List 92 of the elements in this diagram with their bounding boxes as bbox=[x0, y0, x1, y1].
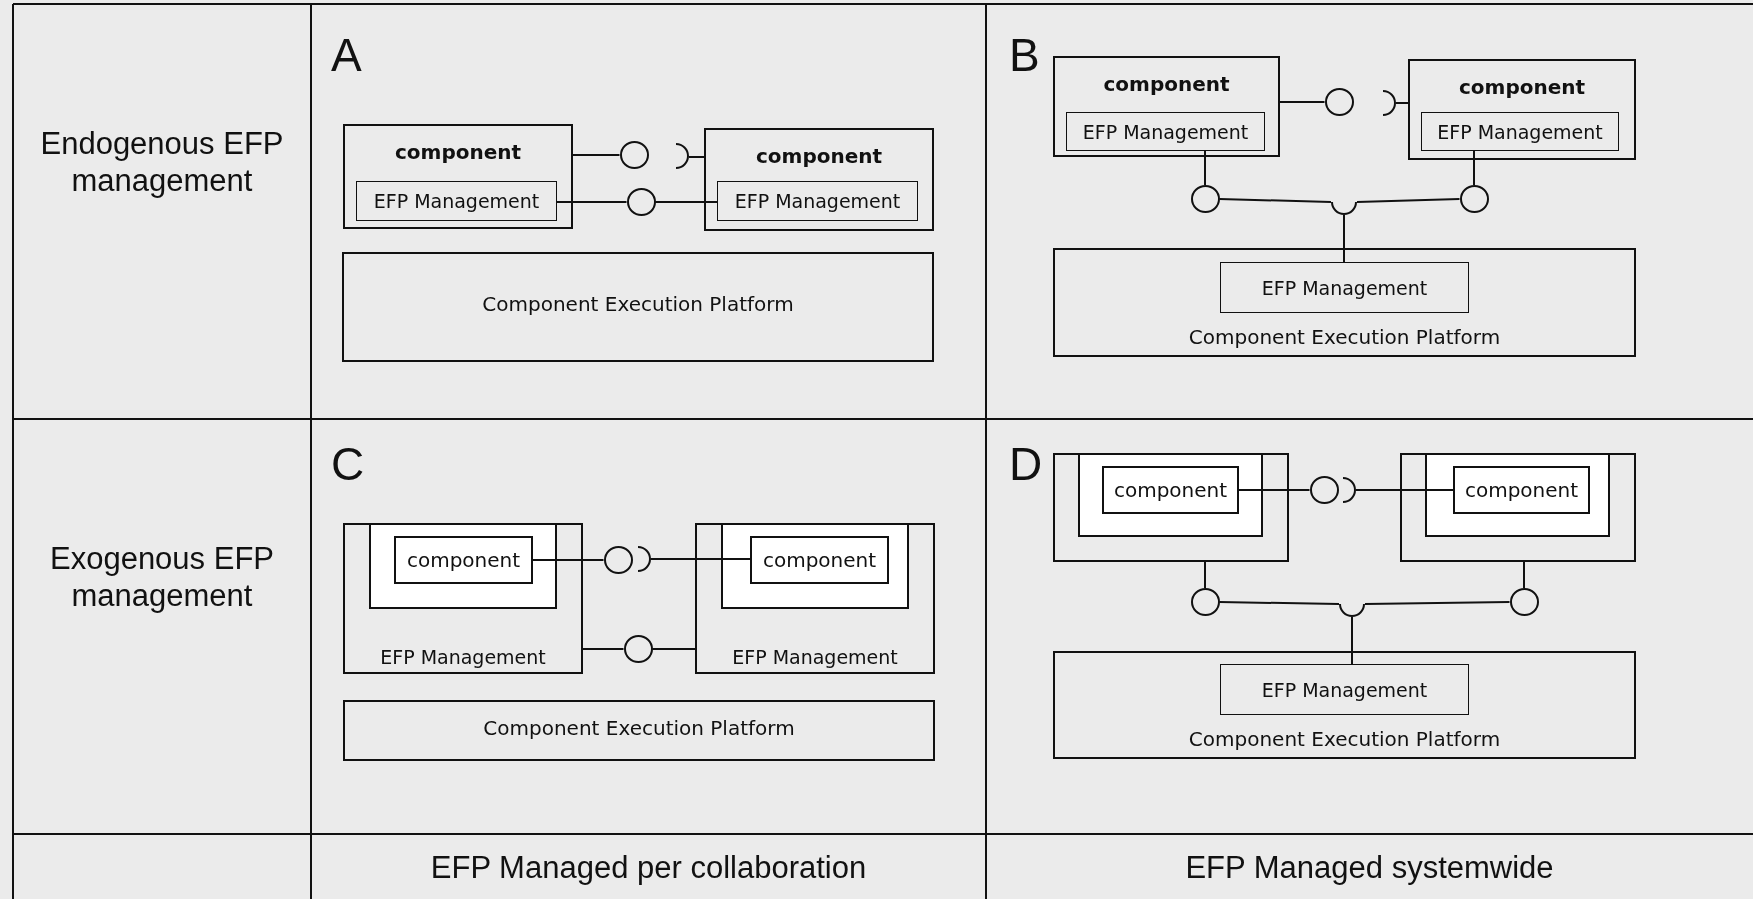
node-label: Component Execution Platform bbox=[482, 292, 794, 316]
management-box bbox=[1421, 112, 1619, 151]
node-label: Component Execution Platform bbox=[483, 715, 795, 740]
connector-line bbox=[1351, 616, 1353, 665]
interface-socket bbox=[1342, 477, 1356, 503]
node-label: component bbox=[1103, 72, 1230, 96]
interface-socket bbox=[1339, 603, 1365, 617]
connector-line bbox=[650, 558, 751, 560]
connector-line bbox=[556, 201, 628, 203]
row-heading: Exogenous EFP management bbox=[49, 540, 275, 615]
node-label: EFP Management bbox=[1437, 120, 1603, 143]
interface-ball bbox=[1190, 185, 1220, 213]
component-box bbox=[394, 536, 533, 584]
platform-box bbox=[1053, 651, 1636, 759]
platform-box bbox=[343, 700, 935, 761]
interface-ball bbox=[1309, 476, 1339, 504]
component-box bbox=[343, 124, 573, 229]
component-box bbox=[750, 536, 889, 584]
node-label: EFP Management bbox=[373, 190, 540, 212]
node-label: EFP Management bbox=[734, 190, 901, 212]
management-box bbox=[1220, 262, 1469, 313]
interface-ball bbox=[623, 635, 653, 663]
node-label: component bbox=[762, 548, 877, 572]
panel-letter: D bbox=[1009, 437, 1043, 492]
interface-ball bbox=[603, 546, 633, 574]
node-label: EFP Management bbox=[1261, 276, 1428, 299]
interface-socket bbox=[637, 546, 651, 572]
column-heading: EFP Managed per collaboration bbox=[429, 849, 868, 887]
frame-box bbox=[1425, 453, 1610, 537]
connector-line bbox=[1218, 601, 1340, 605]
panel-letter: B bbox=[1009, 28, 1040, 83]
node-label: component bbox=[1464, 478, 1579, 502]
interface-socket bbox=[1331, 201, 1357, 215]
interface-socket bbox=[675, 143, 689, 169]
connector-line bbox=[1204, 150, 1206, 186]
node-label: EFP Management bbox=[380, 646, 546, 668]
panel-letter: C bbox=[331, 437, 365, 492]
interface-ball bbox=[626, 188, 656, 216]
connector-line bbox=[654, 201, 718, 203]
interface-ball bbox=[1509, 588, 1539, 616]
component-box bbox=[1453, 466, 1590, 514]
component-box bbox=[1102, 466, 1239, 514]
connector-line bbox=[1523, 561, 1525, 589]
connector-line bbox=[651, 648, 696, 650]
connector-line bbox=[1204, 561, 1206, 589]
node-label: EFP Management bbox=[1082, 120, 1249, 143]
component-box bbox=[1053, 56, 1280, 157]
node-label: Component Execution Platform bbox=[1188, 325, 1501, 349]
container-box bbox=[695, 523, 935, 674]
connector-line bbox=[582, 648, 625, 650]
management-box bbox=[356, 181, 557, 221]
container-box bbox=[1053, 453, 1289, 562]
component-box bbox=[1408, 59, 1636, 160]
interface-ball bbox=[619, 141, 649, 169]
connector-line bbox=[1218, 198, 1332, 203]
frame-box bbox=[721, 523, 909, 609]
connector-line bbox=[1355, 489, 1454, 491]
node-label: component bbox=[755, 144, 883, 168]
interface-socket bbox=[1382, 90, 1396, 116]
frame-box bbox=[369, 523, 557, 609]
platform-box bbox=[1053, 248, 1636, 357]
management-box bbox=[1220, 664, 1469, 715]
connector-line bbox=[1343, 214, 1345, 263]
row-heading: Endogenous EFP management bbox=[39, 125, 285, 200]
node-label: EFP Management bbox=[732, 646, 898, 668]
container-box bbox=[343, 523, 583, 674]
node-label: component bbox=[1458, 75, 1586, 99]
platform-box bbox=[342, 252, 934, 362]
component-box bbox=[704, 128, 934, 231]
connector-line bbox=[1364, 601, 1511, 605]
connector-line bbox=[1395, 102, 1409, 104]
management-box bbox=[1066, 112, 1265, 151]
node-label: component bbox=[406, 548, 521, 572]
management-box bbox=[717, 181, 918, 221]
interface-ball bbox=[1190, 588, 1220, 616]
connector-line bbox=[1238, 489, 1311, 491]
connector-line bbox=[1356, 198, 1461, 203]
column-heading: EFP Managed systemwide bbox=[1184, 849, 1555, 887]
panel-letter: A bbox=[331, 28, 362, 83]
frame-box bbox=[1078, 453, 1263, 537]
connector-line bbox=[688, 156, 705, 158]
connector-line bbox=[1279, 101, 1326, 103]
node-label: component bbox=[394, 140, 522, 164]
node-label: Component Execution Platform bbox=[1188, 727, 1501, 751]
connector-line bbox=[572, 154, 621, 156]
node-label: component bbox=[1113, 478, 1228, 502]
interface-ball bbox=[1324, 88, 1354, 116]
container-box bbox=[1400, 453, 1636, 562]
connector-line bbox=[532, 559, 605, 561]
connector-line bbox=[1473, 150, 1475, 186]
node-label: EFP Management bbox=[1261, 678, 1428, 701]
interface-ball bbox=[1459, 185, 1489, 213]
